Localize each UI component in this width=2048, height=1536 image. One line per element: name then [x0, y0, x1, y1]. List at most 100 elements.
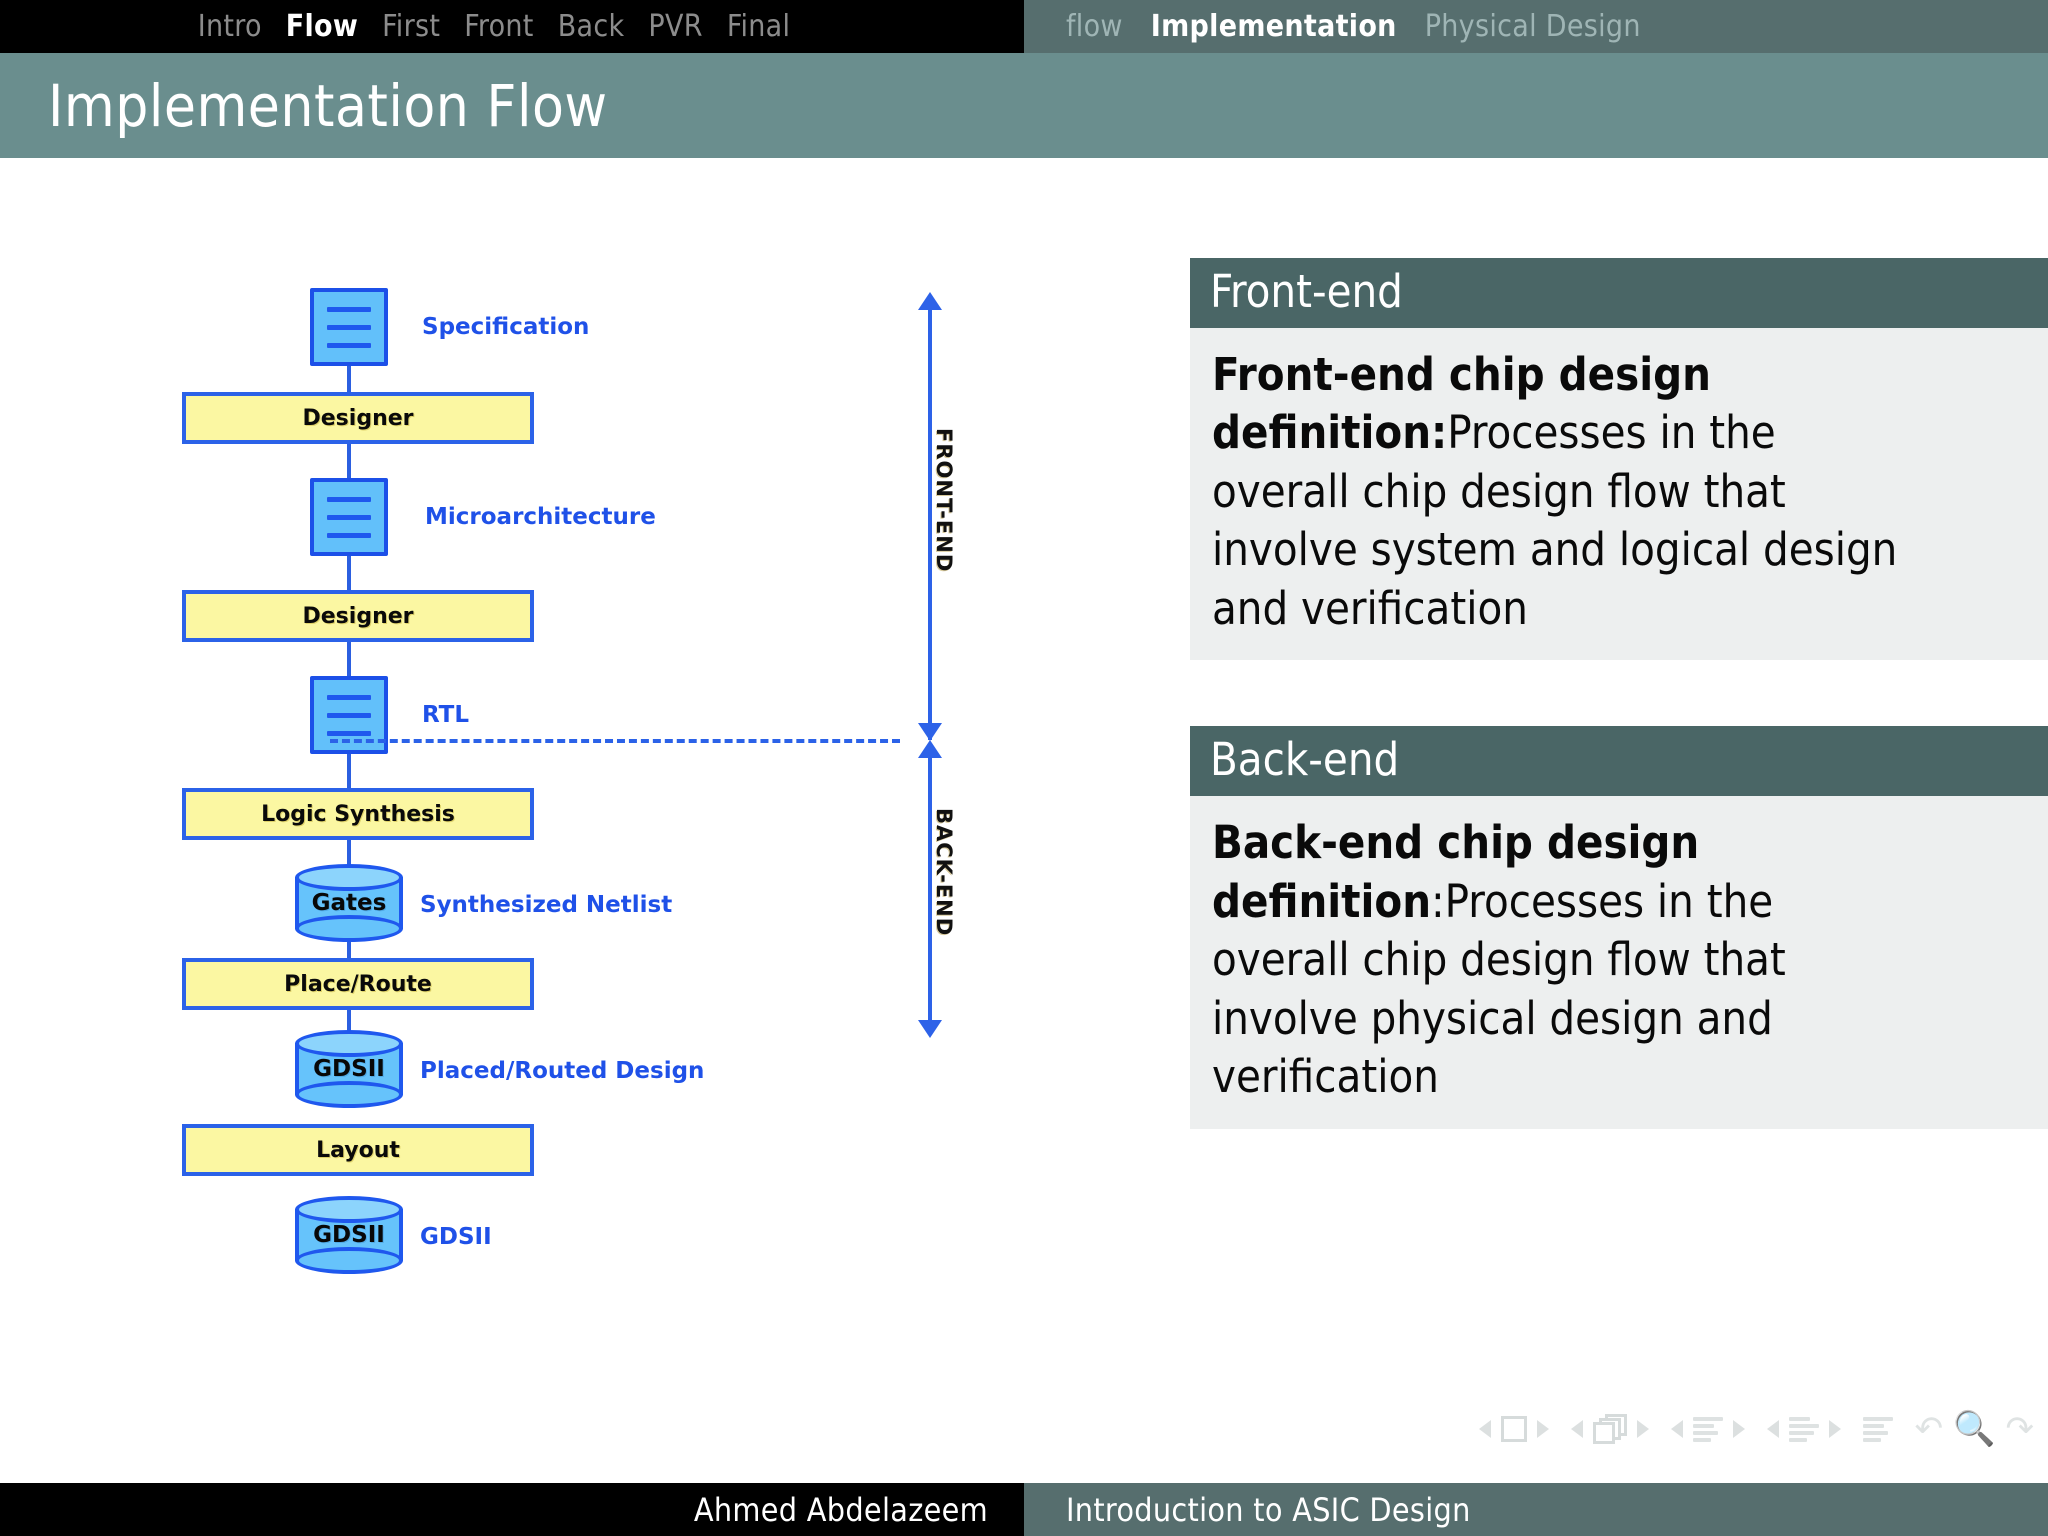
- block-text-normal: and verification: [1212, 581, 1528, 635]
- frame-prev-icon[interactable]: [1570, 1420, 1583, 1438]
- flow-caption-synthesized-netlist: Synthesized Netlist: [420, 892, 673, 918]
- block-text-normal: overall chip design flow that: [1212, 464, 1786, 518]
- document-nav-group[interactable]: [1862, 1416, 1893, 1442]
- block-text-normal: Processes in the: [1447, 406, 1776, 460]
- block-text-line: involve physical design and: [1212, 990, 2048, 1049]
- flow-caption-specification: Specification: [422, 314, 590, 340]
- title-bar: Implementation Flow: [0, 53, 2048, 158]
- process-box-label: Layout: [316, 1137, 400, 1163]
- block-text-line: definition:Processes in the: [1212, 404, 2048, 463]
- phase-label-back-end: BACK-END: [932, 808, 956, 937]
- frontend-arrow-line: [928, 308, 932, 740]
- backend-arrow-head-bottom: [918, 1020, 942, 1038]
- back-icon[interactable]: ↶: [1914, 1409, 1944, 1449]
- flow-caption-microarchitecture: Microarchitecture: [425, 504, 656, 530]
- block-text-line: verification: [1212, 1048, 2048, 1107]
- block-text-bold: Back-end chip design: [1212, 816, 1700, 869]
- nav-section-final[interactable]: Final: [726, 8, 791, 44]
- block-text-normal: :Processes in the: [1431, 874, 1774, 928]
- frame-nav-group[interactable]: [1570, 1414, 1649, 1444]
- section-icon[interactable]: [1788, 1416, 1819, 1442]
- block-text-line: Back-end chip design: [1212, 814, 2048, 873]
- nav-section-flow[interactable]: Flow: [285, 8, 359, 44]
- nav-subsection-physical-design[interactable]: Physical Design: [1424, 8, 1641, 44]
- process-box: Place/Route: [182, 958, 534, 1010]
- process-box-label: Designer: [302, 405, 414, 431]
- block-text-line: involve system and logical design: [1212, 521, 2048, 580]
- block-text-line: Front-end chip design: [1212, 346, 2048, 405]
- flow-column: Specification Designer Microarchitecture: [170, 268, 900, 1274]
- flow-caption-gdsii: GDSII: [420, 1224, 492, 1250]
- process-box-label: Designer: [302, 603, 414, 629]
- subsection-nav-group[interactable]: [1670, 1416, 1745, 1442]
- process-box: Logic Synthesis: [182, 788, 534, 840]
- frame-next-icon[interactable]: [1636, 1420, 1649, 1438]
- document-icon: [310, 478, 388, 556]
- nav-section-first[interactable]: First: [382, 8, 441, 44]
- subsection-icon[interactable]: [1692, 1416, 1723, 1442]
- frontend-arrow-head-bottom: [918, 723, 942, 741]
- implementation-flow-diagram: Specification Designer Microarchitecture: [170, 268, 1000, 1274]
- nav-section-back[interactable]: Back: [557, 8, 625, 44]
- backend-arrow-line: [928, 756, 932, 1026]
- section-nav-group[interactable]: [1766, 1416, 1841, 1442]
- database-cylinder-icon: GDSII: [295, 1030, 403, 1108]
- nav-section-intro[interactable]: Intro: [197, 8, 262, 44]
- block-text-line: definition:Processes in the: [1212, 873, 2048, 932]
- footer-subject-section: Introduction to ASIC Design: [1024, 1483, 2048, 1536]
- search-icon[interactable]: 🔍: [1953, 1409, 1996, 1449]
- process-box: Layout: [182, 1124, 534, 1176]
- frame-icon[interactable]: [1592, 1414, 1627, 1444]
- footer-author-section: Ahmed Abdelazeem: [0, 1483, 1024, 1536]
- navigation-bar: Intro Flow First Front Back PVR Final flow Impl…: [0, 0, 2048, 53]
- phase-axis: FRONT-END BACK-END: [870, 268, 1000, 1058]
- page-title: Implementation Flow: [48, 71, 608, 140]
- frontend-backend-divider: [330, 739, 900, 743]
- block-text-bold: definition: [1212, 874, 1432, 928]
- slide-prev-icon[interactable]: [1478, 1420, 1491, 1438]
- database-cylinder-icon: GDSII: [295, 1196, 403, 1274]
- flow-caption-placed-routed-design: Placed/Routed Design: [420, 1058, 705, 1084]
- section-prev-icon[interactable]: [1766, 1420, 1779, 1438]
- nav-subsection-implementation[interactable]: Implementation: [1150, 8, 1397, 44]
- document-icon[interactable]: [1862, 1416, 1893, 1442]
- history-nav-group[interactable]: ↶ 🔍 ↷: [1915, 1412, 2034, 1446]
- block-text-line: and verification: [1212, 580, 2048, 639]
- cylinder-label: GDSII: [313, 1222, 385, 1248]
- section-next-icon[interactable]: [1828, 1420, 1841, 1438]
- flow-connector-spine: [347, 298, 351, 1038]
- process-box-label: Logic Synthesis: [261, 801, 455, 827]
- block-text-bold: Front-end chip design: [1212, 347, 1711, 401]
- subsection-next-icon[interactable]: [1732, 1420, 1745, 1438]
- process-box: Designer: [182, 392, 534, 444]
- block-text-normal: involve physical design and: [1212, 991, 1773, 1045]
- slide-content: Specification Designer Microarchitecture: [0, 158, 2048, 1498]
- flow-caption-rtl: RTL: [422, 702, 470, 728]
- process-box: Designer: [182, 590, 534, 642]
- phase-label-front-end: FRONT-END: [932, 428, 956, 573]
- subsection-nav-right: flow Implementation Physical Design: [1024, 0, 2048, 53]
- slide-icon[interactable]: [1500, 1416, 1527, 1442]
- subsection-prev-icon[interactable]: [1670, 1420, 1683, 1438]
- block-title: Back-end: [1190, 726, 2048, 796]
- backend-arrow-head-top: [918, 740, 942, 758]
- block-text-normal: involve system and logical design: [1212, 523, 1898, 577]
- slide-nav-group[interactable]: [1478, 1416, 1549, 1442]
- slide-next-icon[interactable]: [1536, 1420, 1549, 1438]
- footer-subject: Introduction to ASIC Design: [1066, 1490, 1471, 1529]
- nav-section-pvr[interactable]: PVR: [648, 8, 703, 44]
- beamer-navigation-symbols[interactable]: ↶ 🔍 ↷: [1478, 1412, 2034, 1446]
- forward-icon[interactable]: ↷: [2005, 1409, 2035, 1449]
- process-box-label: Place/Route: [284, 971, 432, 997]
- nav-subsection-flow[interactable]: flow: [1066, 8, 1123, 44]
- section-nav-left: Intro Flow First Front Back PVR Final: [0, 0, 1024, 53]
- nav-section-front[interactable]: Front: [464, 8, 534, 44]
- cylinder-label: Gates: [311, 890, 387, 916]
- database-cylinder-icon: Gates: [295, 864, 403, 942]
- block-text-normal: overall chip design flow that: [1212, 933, 1786, 986]
